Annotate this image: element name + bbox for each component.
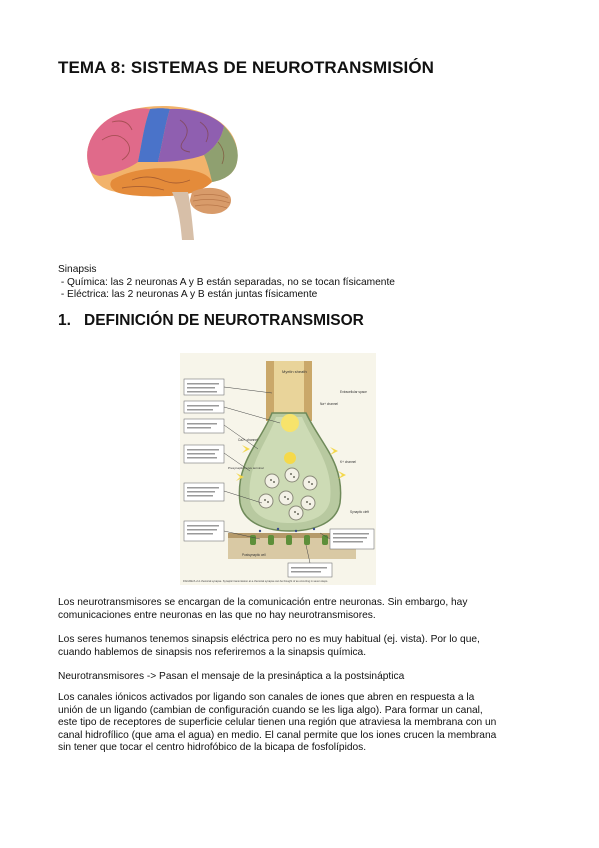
k-channel-label: K+ channel [340, 460, 356, 464]
myelin-label: Myelin sheath [282, 369, 307, 374]
extracellular-label: Extracellular space [340, 390, 367, 394]
paragraph-line: canal hidrofílico (que ama el agua) en m… [58, 729, 497, 741]
paragraph-line: sin tener que tocar el centro hidrofóbic… [58, 742, 367, 754]
intro-heading: Sinapsis [58, 264, 97, 275]
intro-bullet: - Química: las 2 neuronas A y B están se… [58, 276, 395, 288]
postsynaptic-label: Postsynaptic cell [242, 553, 266, 557]
paragraph-line: cuando hablemos de sinapsis nos referire… [58, 646, 367, 658]
paragraph-line: Los canales iónicos activados por ligand… [58, 692, 475, 703]
paragraph-line: comunicaciones entre neuronas en las que… [58, 609, 376, 621]
ca-channel-label: Ca2+ channel [238, 438, 258, 442]
paragraph-line: Neurotransmisores -> Pasan el mensaje de… [58, 671, 405, 682]
section-heading: 1. DEFINICIÓN DE NEUROTRANSMISOR [58, 312, 364, 330]
page-title: TEMA 8: SISTEMAS DE NEUROTRANSMISIÓN [58, 58, 435, 77]
brain-illustration [87, 106, 238, 240]
presynaptic-label: Presynaptic nerve terminal [228, 466, 264, 470]
paragraph: Los seres humanos tenemos sinapsis eléct… [58, 634, 548, 659]
section-title: DEFINICIÓN DE NEUROTRANSMISOR [84, 312, 364, 329]
paragraph-line: unión de un ligando (cambian de configur… [58, 704, 483, 716]
paragraph-line: este tipo de receptores de superficie ce… [58, 717, 497, 729]
section-number: 1. [58, 312, 71, 329]
paragraph-line: Los seres humanos tenemos sinapsis eléct… [58, 634, 480, 645]
na-channel-label: Na+ channel [320, 402, 338, 406]
intro-bullet: - Eléctrica: las 2 neuronas A y B están … [58, 289, 318, 301]
paragraph: Los canales iónicos activados por ligand… [58, 692, 548, 755]
paragraph: Neurotransmisores -> Pasan el mensaje de… [58, 671, 548, 684]
figure-caption: FIGURE 8–2 A chemical synapse. Synaptic … [183, 579, 328, 583]
paragraph: Los neurotransmisores se encargan de la … [58, 597, 548, 622]
synaptic-cleft-label: Synaptic cleft [350, 510, 369, 514]
synapse-intro: Sinapsis - Química: las 2 neuronas A y B… [58, 264, 548, 302]
chemical-synapse-figure: Myelin sheath [180, 353, 376, 585]
paragraph-line: Los neurotransmisores se encargan de la … [58, 597, 468, 608]
